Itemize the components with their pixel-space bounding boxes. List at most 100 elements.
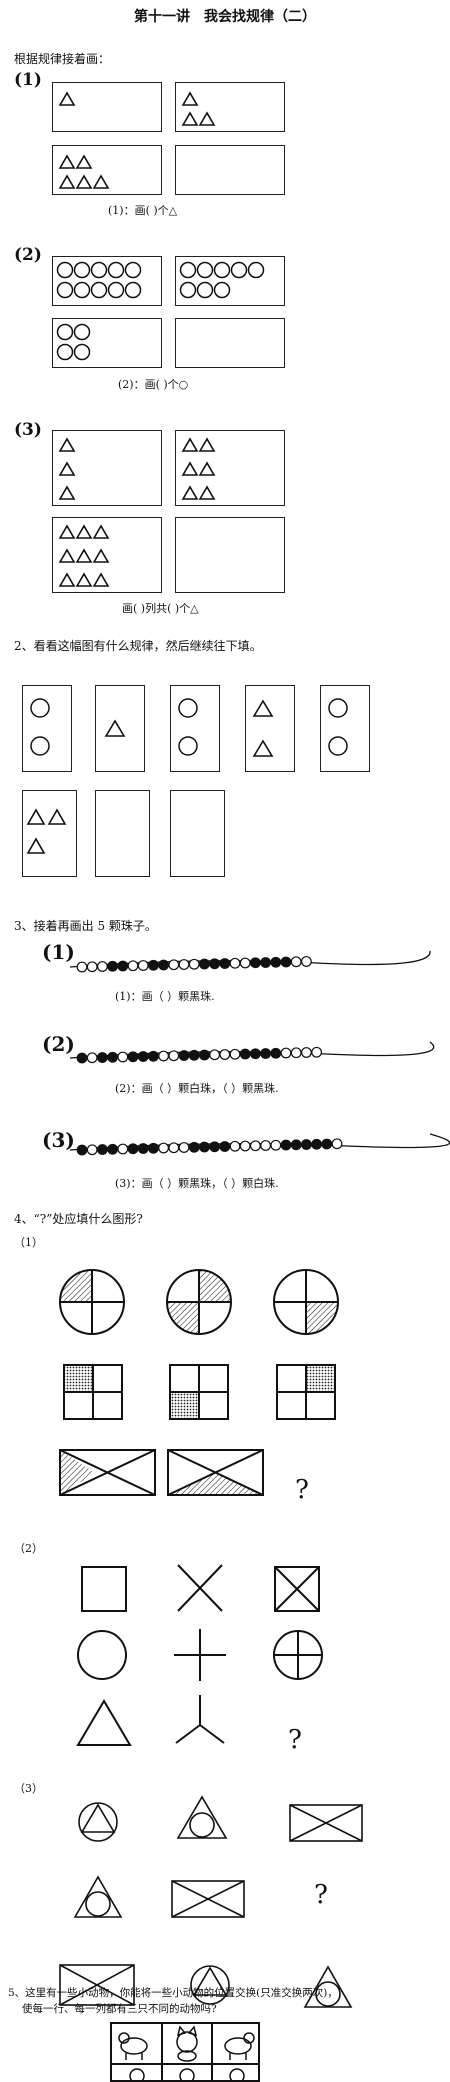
triangle-shape	[76, 1699, 132, 1746]
triangle-icon	[198, 461, 216, 476]
black-bead	[76, 1052, 88, 1064]
s2-card-2	[95, 685, 145, 772]
envelope-shape	[289, 1804, 363, 1842]
circle-icon	[90, 281, 108, 299]
white-bead	[117, 1051, 129, 1063]
x-cross-shape	[177, 1564, 223, 1612]
s3-label-1: (1)	[42, 940, 75, 964]
black-bead	[127, 1143, 139, 1155]
quartered-circle-3	[273, 1269, 339, 1335]
triangle-icon	[58, 548, 76, 563]
s1p1-box-2	[175, 82, 285, 132]
triangle-icon	[75, 548, 93, 563]
s2-card-1	[22, 685, 72, 772]
black-bead	[321, 1138, 333, 1150]
triangle-group	[58, 437, 76, 500]
quartered-circle-1	[59, 1269, 125, 1335]
circle-icon	[90, 261, 108, 279]
black-bead	[117, 960, 129, 972]
white-bead	[331, 1138, 343, 1150]
dog-icon	[118, 2032, 148, 2060]
triangle-icon	[198, 437, 216, 452]
black-bead	[270, 956, 282, 968]
circle-group	[179, 261, 265, 299]
s1p2-box-3	[52, 318, 162, 368]
white-bead	[229, 1140, 241, 1152]
black-bead	[311, 1138, 323, 1150]
circle-icon	[56, 343, 74, 361]
s3-label-2: (2)	[42, 1032, 75, 1056]
triangle-group	[58, 91, 76, 106]
section1-intro: 根据规律接着画：	[14, 52, 111, 66]
s1-caption-2: (2)：画( )个○	[118, 378, 189, 391]
s2-answer-card-2[interactable]	[170, 790, 225, 877]
black-bead	[249, 957, 261, 969]
s1p3-box-1	[52, 430, 162, 506]
s4-label-1: （1）	[14, 1236, 43, 1249]
black-bead	[260, 957, 272, 968]
triangle-icon	[104, 719, 126, 737]
circle-icon	[328, 698, 348, 756]
black-bead	[178, 1050, 190, 1061]
circle-icon	[230, 261, 248, 279]
envelope-2	[167, 1449, 264, 1496]
white-bead	[229, 957, 241, 969]
triangle-icon	[92, 548, 110, 563]
white-bead	[219, 1049, 231, 1060]
cat-icon	[179, 2068, 195, 2080]
triangle-around-circle	[303, 1965, 353, 2008]
triangle-icon	[92, 572, 110, 587]
black-bead	[239, 1048, 251, 1060]
s4p2-figures	[76, 1564, 323, 1746]
s4-label-2: （2）	[14, 1542, 43, 1555]
quad-square-2	[169, 1364, 229, 1420]
circle-icon	[179, 281, 197, 299]
square-shape	[81, 1566, 127, 1612]
circle-icon	[56, 261, 74, 279]
triangle-icon	[198, 485, 216, 500]
white-bead	[168, 1142, 180, 1154]
triangle-icon	[58, 572, 76, 587]
black-bead	[188, 1049, 200, 1061]
circle-shape	[77, 1630, 127, 1680]
white-bead	[280, 1047, 292, 1059]
black-bead	[96, 1052, 108, 1063]
s1-label-3: (3)	[14, 420, 42, 440]
circle-group	[56, 261, 142, 299]
white-bead	[229, 1048, 241, 1060]
s1p2-answer-box[interactable]	[175, 318, 285, 368]
black-bead	[158, 959, 170, 971]
black-bead	[280, 1139, 292, 1151]
black-bead	[147, 959, 159, 971]
black-bead	[147, 1142, 159, 1154]
white-bead	[311, 1046, 323, 1058]
circle-icon	[213, 261, 231, 279]
white-bead	[290, 956, 302, 968]
quad-square-3	[276, 1364, 336, 1420]
bead-string-3	[69, 1133, 450, 1156]
triangle-icon	[75, 524, 93, 539]
s1-label-1: (1)	[14, 70, 42, 90]
circle-icon	[124, 261, 142, 279]
page-title: 第十一讲 我会找规律（二）	[134, 9, 316, 25]
section5-line2: 使每一行、每一列都有三只不同的动物吗?	[22, 2003, 217, 2015]
white-bead	[301, 1047, 312, 1058]
white-bead	[290, 1047, 302, 1059]
section2-heading: 2、看看这幅图有什么规律，然后继续往下填。	[14, 639, 262, 653]
y-branch-shape	[175, 1695, 225, 1744]
triangle-icon	[58, 461, 76, 476]
cat-icon	[176, 2025, 198, 2062]
s1p3-answer-box[interactable]	[175, 517, 285, 593]
s1p1-answer-box[interactable]	[175, 145, 285, 195]
triangle-icon	[181, 437, 199, 452]
s2-answer-card-1[interactable]	[95, 790, 150, 877]
black-bead	[280, 956, 292, 968]
black-bead	[249, 1048, 261, 1060]
s3-label-3: (3)	[42, 1128, 75, 1152]
white-bead	[86, 1144, 98, 1156]
circle-icon	[73, 261, 91, 279]
triangle-group	[181, 91, 216, 126]
white-bead	[86, 961, 98, 973]
circle-icon	[107, 261, 125, 279]
s1p1-box-1	[52, 82, 162, 132]
